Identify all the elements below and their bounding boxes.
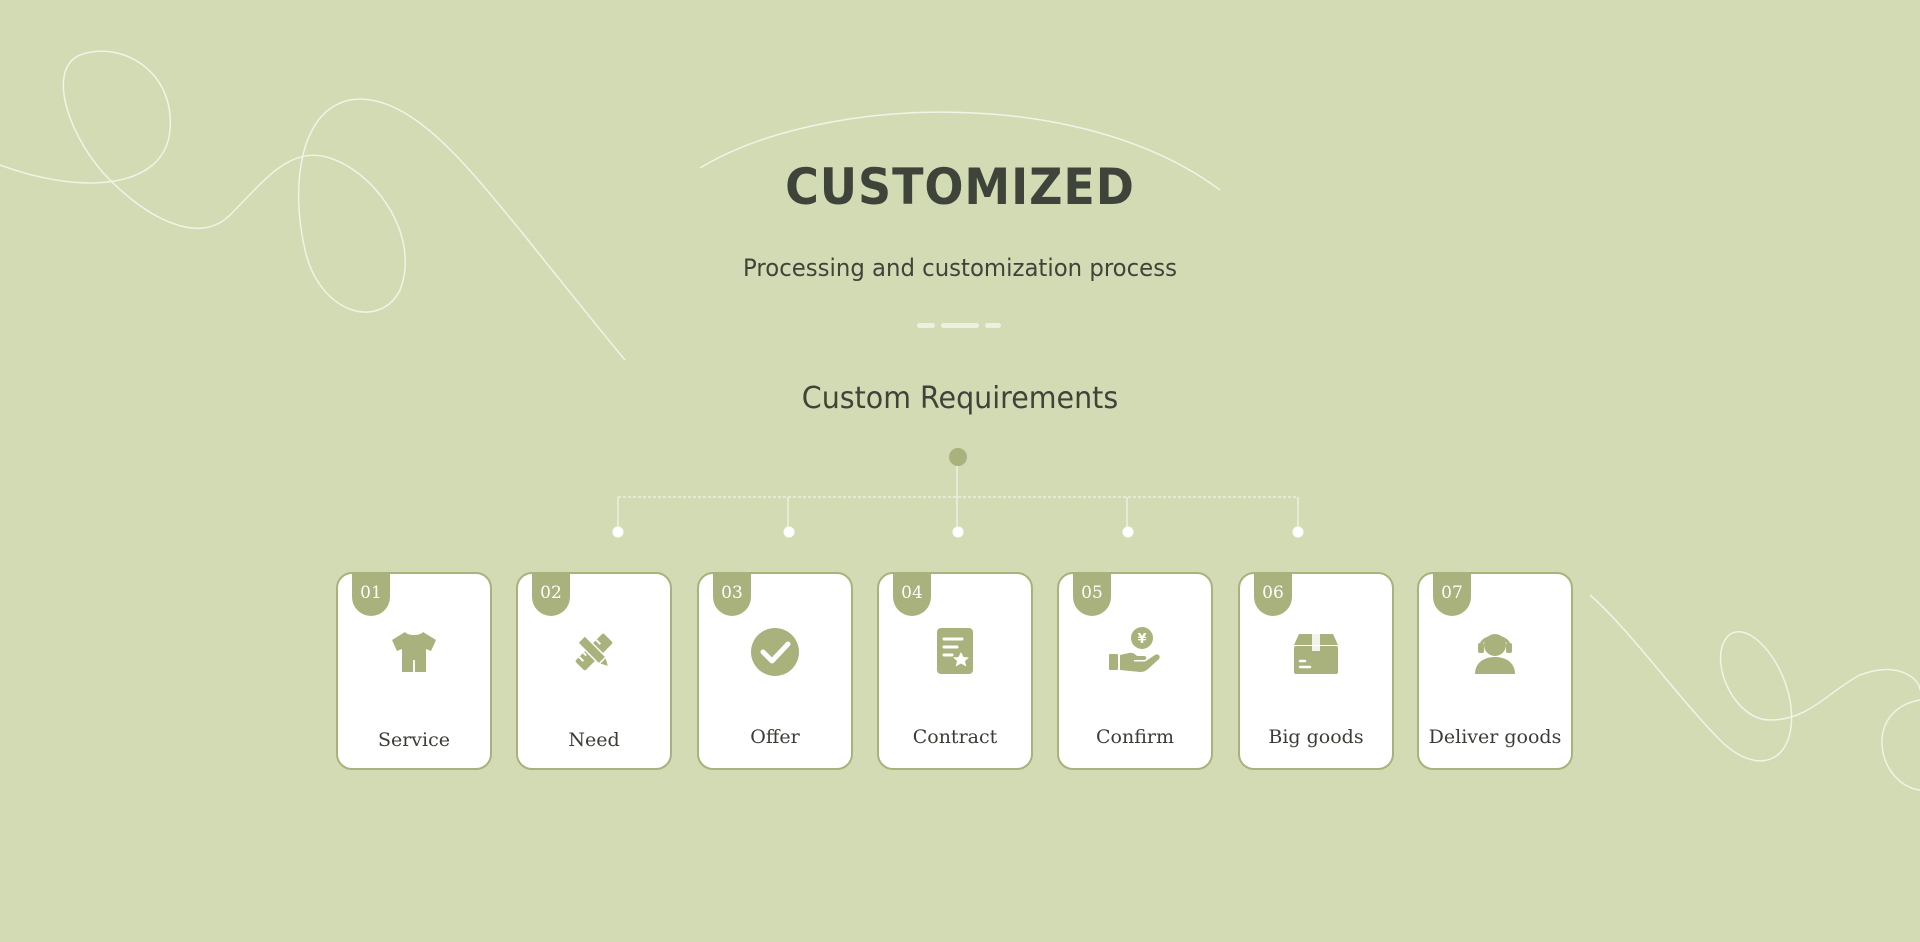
- step-number-badge: 06: [1254, 574, 1292, 616]
- shirt-icon: [392, 632, 436, 672]
- hand-coin-icon: ¥: [1109, 627, 1160, 672]
- step-card-confirm[interactable]: 05 ¥ Confirm: [1057, 572, 1213, 770]
- tree-node-dot: [1292, 526, 1304, 538]
- step-card-contract[interactable]: 04 Contract: [877, 572, 1033, 770]
- step-card-deliver-goods[interactable]: 07 Deliver goods: [1417, 572, 1573, 770]
- step-label: Big goods: [1268, 726, 1364, 748]
- step-number-badge: 07: [1433, 574, 1471, 616]
- headset-person-icon: [1475, 634, 1515, 674]
- svg-text:¥: ¥: [1137, 632, 1146, 647]
- tree-node-dot: [952, 526, 964, 538]
- step-number-badge: 01: [352, 574, 390, 616]
- page-title: CUSTOMIZED: [785, 158, 1135, 216]
- step-label: Need: [568, 729, 620, 751]
- step-label: Deliver goods: [1428, 726, 1562, 748]
- step-number-badge: 03: [713, 574, 751, 616]
- tree-root-dot: [949, 448, 967, 466]
- step-card-need[interactable]: 02 Need: [516, 572, 672, 770]
- step-label: Offer: [750, 726, 800, 748]
- pencil-ruler-icon: [575, 633, 613, 671]
- box-icon: [1294, 634, 1338, 674]
- check-circle-icon: [751, 628, 799, 676]
- tree-node-dot: [612, 526, 624, 538]
- step-label: Confirm: [1096, 726, 1174, 748]
- tree-node-dot: [783, 526, 795, 538]
- step-number-badge: 04: [893, 574, 931, 616]
- title-divider: [917, 323, 1001, 329]
- step-label: Service: [377, 729, 451, 751]
- tree-node-dot: [1122, 526, 1134, 538]
- step-card-offer[interactable]: 03 Offer: [697, 572, 853, 770]
- step-number-badge: 02: [532, 574, 570, 616]
- step-number-badge: 05: [1073, 574, 1111, 616]
- step-label: Contract: [912, 726, 998, 748]
- step-card-big-goods[interactable]: 06 Big goods: [1238, 572, 1394, 770]
- document-star-icon: [937, 628, 973, 674]
- page-subtitle: Processing and customization process: [743, 254, 1177, 282]
- section-title: Custom Requirements: [801, 381, 1119, 416]
- step-card-service[interactable]: 01 Service: [336, 572, 492, 770]
